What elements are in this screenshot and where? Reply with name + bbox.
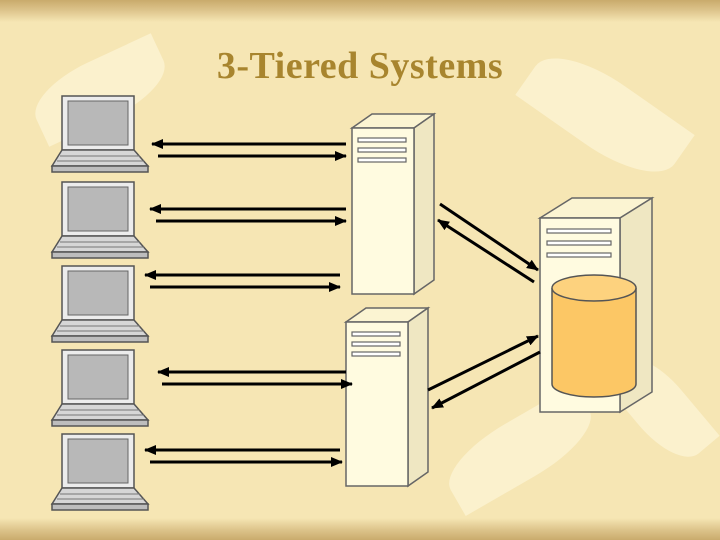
app-server-2 — [343, 306, 431, 488]
slide-bottom-band — [0, 518, 720, 540]
slide-top-band — [0, 0, 720, 22]
laptop-4 — [50, 349, 150, 427]
laptop-5 — [50, 433, 150, 511]
arrow-app1-to-db — [439, 202, 539, 272]
app-server-1 — [349, 112, 437, 296]
laptop-2 — [50, 181, 150, 259]
arrow-db-to-app1 — [437, 218, 535, 284]
database-cylinder — [551, 274, 637, 398]
arrow-db-to-app2 — [431, 350, 541, 410]
slide-title: 3-Tiered Systems — [216, 45, 504, 87]
client-app-arrows — [144, 139, 353, 467]
app-db-arrows — [427, 202, 541, 410]
laptop-1 — [50, 95, 150, 173]
arrow-app2-to-db — [427, 334, 539, 392]
laptop-3 — [50, 265, 150, 343]
